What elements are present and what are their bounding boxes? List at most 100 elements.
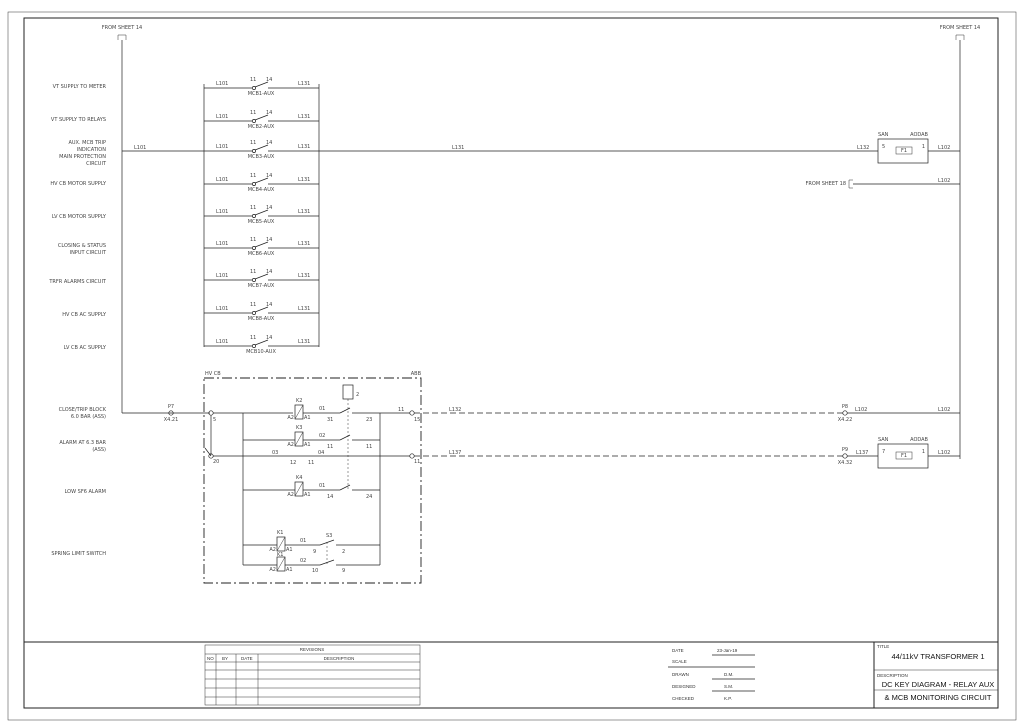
coil-k3-a1: A1 xyxy=(304,442,311,448)
from-sheet-left-arrow xyxy=(117,34,127,40)
mcb-contact-pivot xyxy=(252,119,256,123)
circuit-label: CIRCUIT xyxy=(86,161,107,167)
mcb-contact-blade xyxy=(254,81,269,88)
coil-k1b-label: K1 xyxy=(277,552,283,558)
hv-n5: 11 xyxy=(327,444,333,450)
wire-label-l131: L131 xyxy=(452,145,464,151)
checked-label: CHECKED xyxy=(672,696,695,701)
circuit-label: MAIN PROTECTION xyxy=(59,154,106,160)
description-label: DESCRIPTION xyxy=(877,673,908,678)
relay-box-1-pin-r: 1 xyxy=(922,144,925,150)
mcb-wire-label-left: L101 xyxy=(216,114,228,120)
title-panel: TITLE 44/11kV TRANSFORMER 1 DESCRIPTION … xyxy=(873,642,998,708)
coil-k3-label: K3 xyxy=(296,425,302,431)
relay-box-2-pin-l: 7 xyxy=(882,449,885,455)
fuse-f1-2 xyxy=(895,451,913,460)
mcb-term-b: 14 xyxy=(266,77,272,83)
hv-n17: 02 xyxy=(300,558,306,564)
mcb-aux-name: MCB1-AUX xyxy=(248,91,275,97)
mcb-term-a: 11 xyxy=(250,110,256,116)
hv-term-right2-num: 11 xyxy=(414,459,420,465)
mcb-contact-blade xyxy=(254,241,269,248)
rev-col: DATE xyxy=(241,656,253,661)
relay-z-label: 2 xyxy=(356,392,359,398)
circuit-label: AUX. MCB TRIP xyxy=(68,140,106,146)
wire-label-l137b: L137 xyxy=(856,450,868,456)
checked-value: K.P. xyxy=(724,696,732,701)
hv-term-right xyxy=(409,410,415,416)
rev-col: NO xyxy=(207,656,214,661)
mcb-aux-name: MCB2-AUX xyxy=(248,124,275,130)
relay-box-2-top: SAN xyxy=(878,437,889,443)
mcb-wire-label-left: L101 xyxy=(216,241,228,247)
hv-term-left-num: 5 xyxy=(213,417,216,423)
relay-box-1-pin-l: 5 xyxy=(882,144,885,150)
relay-box-2-top-r: AODAB xyxy=(910,437,928,443)
hv-n18: 10 xyxy=(312,568,318,574)
title-value: 44/11kV TRANSFORMER 1 xyxy=(891,652,984,661)
hv-n19: 9 xyxy=(342,568,345,574)
mcb-contact-pivot xyxy=(252,86,256,90)
relay-z xyxy=(342,384,354,400)
hv-n4: 02 xyxy=(319,433,325,439)
coil-k1b-a2: A2 xyxy=(269,567,276,573)
terminal-x422-num: P8 xyxy=(842,404,848,410)
mcb-wire-label-left: L101 xyxy=(216,177,228,183)
title-label: TITLE xyxy=(877,644,889,649)
fuse-label-1: F1 xyxy=(901,148,907,154)
circuit-label: TRFR ALARMS CIRCUIT xyxy=(48,279,107,285)
terminal-x422 xyxy=(842,410,848,416)
coil-k1a-label: K1 xyxy=(277,530,283,536)
hv-term-right2 xyxy=(409,453,415,459)
wire-label-l101: L101 xyxy=(134,145,146,151)
wire-label-l137: L137 xyxy=(449,450,461,456)
coil-k1a-diag xyxy=(276,536,286,552)
mcb-wire-label-right: L131 xyxy=(298,114,310,120)
fuse-f1-1 xyxy=(895,146,913,155)
circuit-label: HV CB AC SUPPLY xyxy=(62,312,107,318)
terminal-x432-num: P9 xyxy=(842,447,848,453)
description-line2: & MCB MONITORING CIRCUIT xyxy=(885,693,992,702)
terminal-x432-label: X4.32 xyxy=(838,460,853,466)
mcb-contact-blade xyxy=(254,144,269,151)
coil-k4-diag xyxy=(294,481,304,497)
hv-n1: 01 xyxy=(319,406,325,412)
mcb-wire-label-left: L101 xyxy=(216,81,228,87)
circuit-label: LOW SF6 ALARM xyxy=(65,489,106,495)
mcb-term-a: 11 xyxy=(250,237,256,243)
mcb-term-b: 14 xyxy=(266,140,272,146)
hv-cb-box xyxy=(203,377,422,584)
mcb-contact-blade xyxy=(254,339,269,346)
circuit-label: HV CB MOTOR SUPPLY xyxy=(50,181,107,187)
relay-coil-k4 xyxy=(294,481,304,497)
switch-s3-label: S3 xyxy=(326,533,332,539)
mcb-term-a: 11 xyxy=(250,77,256,83)
wire-label-l102: L102 xyxy=(938,145,950,151)
coil-k1a-a1: A1 xyxy=(286,547,293,553)
coil-k3-a2: A2 xyxy=(287,442,294,448)
hv-n10: 11 xyxy=(308,460,314,466)
relay-coil-k2 xyxy=(294,404,304,420)
mcb-aux-name: MCB10-AUX xyxy=(246,349,276,355)
mcb-contact-pivot xyxy=(252,246,256,250)
hv-n8: 04 xyxy=(318,450,324,456)
rev-col: BY xyxy=(222,656,228,661)
terminal-x421-label: X4.21 xyxy=(164,417,179,423)
mcb-term-a: 11 xyxy=(250,269,256,275)
wire-label-l102b: L102 xyxy=(938,178,950,184)
mcb-wire-label-right: L131 xyxy=(298,209,310,215)
scale-label: SCALE xyxy=(672,659,687,664)
circuit-label: VT SUPPLY TO RELAYS xyxy=(51,117,106,123)
hv-n12: 14 xyxy=(327,494,333,500)
terminal-x422-label: X4.22 xyxy=(838,417,853,423)
hv-n16: 2 xyxy=(342,549,345,555)
mcb-aux-name: MCB5-AUX xyxy=(248,219,275,225)
terminal-x421 xyxy=(168,410,174,416)
date-label: DATE xyxy=(672,648,684,653)
fuse-label-2: F1 xyxy=(901,453,907,459)
circuit-label: ALARM AT 6.3 BAR xyxy=(59,440,106,446)
drawn-value: D.M. xyxy=(724,672,734,677)
mcb-wire-label-right: L131 xyxy=(298,273,310,279)
